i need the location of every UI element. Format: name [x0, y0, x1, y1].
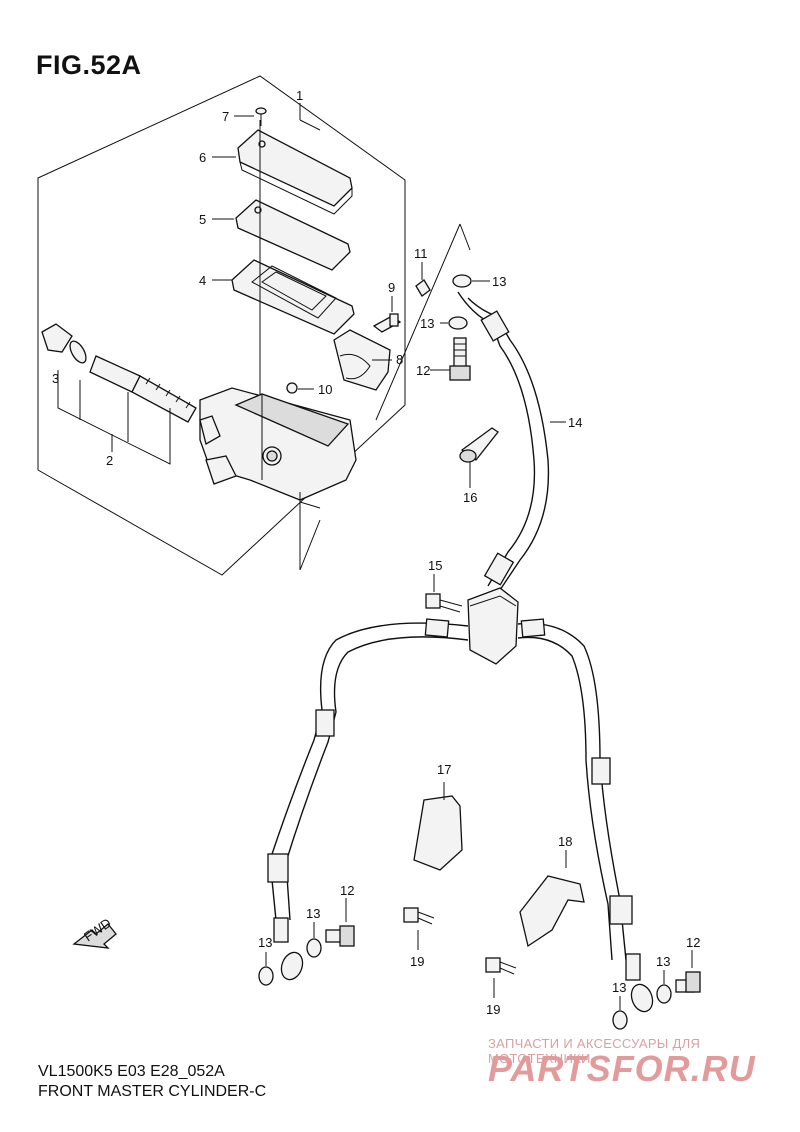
- joint-bolt: [425, 574, 463, 613]
- callout-16: 16: [463, 490, 477, 505]
- three-way-joint: [467, 587, 519, 665]
- sealing-washer-lower: [448, 316, 468, 330]
- callout-13-right-b: 13: [612, 980, 626, 995]
- washer-lower-right-2: [656, 984, 672, 1004]
- callout-1: 1: [296, 88, 303, 103]
- callout-12-left: 12: [340, 883, 354, 898]
- callout-5: 5: [199, 212, 206, 227]
- sealing-washer-upper: [452, 274, 472, 288]
- callout-9: 9: [388, 280, 395, 295]
- bracket-bolt-left: [403, 907, 435, 950]
- brake-switch: [415, 262, 431, 297]
- watermark-tagline: ЗАПЧАСТИ И АКСЕССУАРЫ ДЛЯ МОТОТЕХНИКИ: [488, 1036, 701, 1066]
- callout-18: 18: [558, 834, 572, 849]
- union-bolt-left: [325, 898, 355, 947]
- callout-13-top-a: 13: [492, 274, 506, 289]
- callout-6: 6: [199, 150, 206, 165]
- assembly-outline: [37, 75, 406, 576]
- union-bolt-top: [430, 337, 471, 381]
- diagram-name: FRONT MASTER CYLINDER-C: [38, 1083, 267, 1100]
- watermark-logo: PARTSFOR.RU: [488, 1048, 756, 1089]
- union-bolt-right: [675, 950, 701, 993]
- callout-7: 7: [222, 109, 229, 124]
- callout-4: 4: [199, 273, 206, 288]
- callout-19-right: 19: [486, 1002, 500, 1017]
- reservoir-screw: [234, 107, 267, 126]
- callout-12-right: 12: [686, 935, 700, 950]
- piston-assembly: [41, 323, 197, 465]
- diagram-code: VL1500K5 E03 E28_052A: [38, 1063, 225, 1080]
- callout-11: 11: [414, 246, 428, 261]
- callout-2: 2: [106, 453, 113, 468]
- callout-12-top: 12: [416, 363, 430, 378]
- callout-8: 8: [396, 352, 403, 367]
- callout-10: 10: [318, 382, 332, 397]
- right-lower-hose: [517, 618, 654, 1013]
- washer-lower-right-1: [612, 1010, 628, 1030]
- master-cylinder-body: [199, 387, 357, 571]
- hose-bracket-17: [413, 782, 463, 871]
- reservoir-plate: [212, 199, 351, 271]
- reservoir-cap: [212, 129, 353, 215]
- callout-13-top-b: 13: [420, 316, 434, 331]
- callout-14: 14: [568, 415, 582, 430]
- left-lower-hose: [267, 618, 469, 981]
- callout-15: 15: [428, 558, 442, 573]
- callout-13-left-a: 13: [306, 906, 320, 921]
- figure-title: FIG.52A: [36, 50, 142, 80]
- callout-13-left-b: 13: [258, 935, 272, 950]
- upper-brake-hose: [457, 291, 566, 591]
- fwd-arrow-icon: FWD: [72, 915, 117, 949]
- washer-lower-left-1: [258, 966, 274, 986]
- bracket-bolt-right: [485, 957, 517, 998]
- callout-13-right-a: 13: [656, 954, 670, 969]
- clamp-bolt: [372, 296, 402, 333]
- reservoir-diaphragm: [212, 120, 355, 402]
- callout-17: 17: [437, 762, 451, 777]
- hose-bracket-18: [519, 850, 585, 948]
- switch-screw: [286, 382, 314, 394]
- callout-3: 3: [52, 371, 59, 386]
- callout-19-left: 19: [410, 954, 424, 969]
- handlebar-clamp: [333, 329, 392, 391]
- hose-clip-16: [459, 427, 499, 488]
- washer-lower-left-2: [306, 938, 322, 958]
